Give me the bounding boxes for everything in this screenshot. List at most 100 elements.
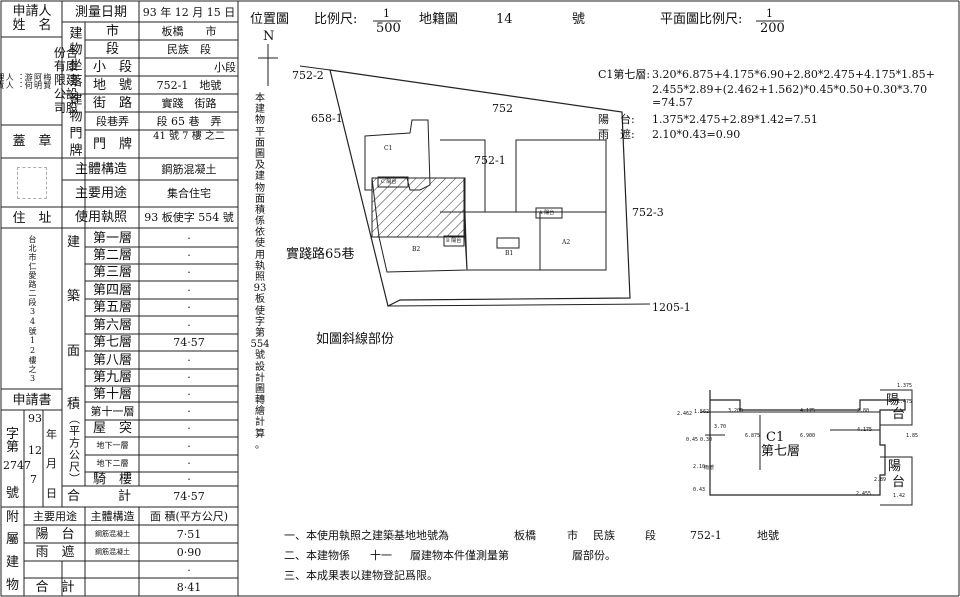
representative-line: 阿明 — [33, 73, 43, 89]
dimension-label: 0.45 — [686, 437, 699, 443]
note-1-lot-unit: 地號 — [757, 529, 779, 542]
floor-plan-outline — [709, 390, 906, 496]
vertical-note-char: 轉 — [255, 395, 265, 407]
floorplan-scale-label: 平面圖比例尺: — [660, 12, 743, 27]
usage-value: 集合住宅 — [167, 187, 211, 200]
app-char-zi: 字 — [6, 427, 20, 442]
annex-use: 雨 遮 — [35, 544, 75, 560]
balcony-label: 台 — [892, 407, 906, 422]
annex-header-use: 主要用途 — [33, 509, 77, 523]
vertical-note-char: 板 — [255, 294, 265, 306]
vertical-note-char: 使 — [255, 238, 265, 250]
calc-value: 2.10*0.43=0.90 — [652, 128, 741, 141]
dimension-label: 1.42 — [893, 493, 906, 499]
scale-den: 500 — [376, 21, 401, 36]
app-year-label: 年 — [46, 428, 57, 441]
floor-name: 地下一層 — [96, 441, 129, 450]
building-label: B 陽台 — [446, 238, 462, 244]
note-2-floors: 十一 — [370, 549, 392, 562]
lot-number: 1205-1 — [652, 301, 691, 314]
calc-value: 1.375*2.475+2.89*1.42=7.51 — [652, 113, 818, 126]
app-day-label: 日 — [46, 487, 57, 500]
floor-area: · — [187, 404, 191, 418]
calc-row: 雨 遮:2.10*0.43=0.90 — [598, 126, 740, 142]
structure-label: 主體構造 — [74, 161, 127, 177]
floor-name: 地下二層 — [96, 458, 129, 468]
application-label: 申請書 — [12, 392, 52, 408]
representative-line: 人人 — [5, 73, 15, 89]
floor-name: 第一層 — [92, 230, 132, 246]
area-unit-label: （平方公尺） — [67, 413, 81, 485]
dimension-label: 0.43 — [693, 487, 706, 493]
representative-line: 梅賢 — [42, 73, 52, 89]
dimension-label: 2.80 — [857, 408, 870, 414]
annex-struct — [86, 561, 139, 579]
calc-row: 陽 台:1.375*2.475+2.89*1.42=7.51 — [598, 111, 818, 127]
subsection-value: 小段 — [214, 60, 236, 74]
hatched-note: 如圖斜線部份 — [316, 332, 395, 347]
floor-name: 騎 樓 — [92, 471, 132, 487]
app-month-label: 月 — [46, 457, 57, 470]
doorplate-label: 門 牌 — [92, 136, 132, 152]
north-arrow-label: N — [263, 29, 275, 44]
floorplan-scale-den: 200 — [760, 21, 785, 36]
floor-area: · — [187, 422, 191, 435]
note-1-section: 段 — [645, 529, 656, 542]
note-1-city-name: 板橋 — [514, 529, 536, 542]
address-value: 台北市仁愛路二段34號12樓之3 — [28, 234, 37, 384]
company-line: 限建 — [53, 73, 78, 88]
seal-stamp — [2, 159, 62, 206]
lot-label: 地 號 — [92, 77, 132, 93]
lot-number: 752 — [492, 102, 513, 115]
vertical-note-char: 93 — [253, 283, 267, 295]
floor-area: · — [187, 249, 191, 262]
annex-header-area: 面 積(平方公尺) — [149, 509, 229, 523]
total-label-2: 計 — [118, 489, 132, 504]
floor-name: 第三層 — [92, 265, 132, 280]
annex-char-2: 屬 — [6, 532, 20, 547]
dimension-label: 1.375 — [897, 383, 913, 389]
area-label-char-2: 築 — [67, 289, 81, 304]
note-1-section-name: 民族 — [593, 529, 615, 542]
app-char-hao: 號 — [6, 486, 20, 501]
annex-char-3: 建 — [6, 555, 20, 570]
floor-area: · — [187, 439, 191, 453]
vertical-note-char: 本 — [255, 93, 265, 104]
license-label: 使用執照 — [74, 210, 127, 225]
balcony-top — [880, 389, 913, 426]
note-2-end: 層部份。 — [572, 549, 616, 562]
vertical-note-char: 照 — [255, 272, 265, 283]
floor-area: · — [187, 301, 191, 314]
lane-label: 段巷弄 — [96, 114, 129, 128]
annex-use: 陽 台 — [35, 526, 75, 542]
floor-area: · — [187, 457, 191, 470]
vertical-note-char: 算 — [255, 428, 265, 440]
lot-number: 752-1 — [474, 154, 506, 167]
company-line: 份合 — [53, 45, 78, 60]
dimension-label: 6.875 — [745, 433, 761, 439]
note-2-text: 二、本建物係 — [284, 549, 350, 562]
building-label: C1 — [384, 145, 393, 152]
balcony-label: 台 — [892, 475, 906, 490]
floor-name: 第十層 — [92, 386, 132, 402]
vertical-note-char: 號 — [255, 350, 265, 362]
license-value: 93 板使字 554 號 — [144, 211, 234, 224]
dimension-label: 2.462 — [677, 411, 693, 417]
area-label-char-3: 面 — [67, 344, 81, 359]
calc-value: 3.20*6.875+4.175*6.90+2.80*2.475+4.175*1… — [652, 68, 935, 81]
survey-date: 93 年 12 月 15 日 — [142, 5, 236, 19]
dimension-label: 4.175 — [800, 408, 816, 414]
doorplate-value: 41 號 7 樓 之二 — [153, 131, 225, 142]
vertical-note-char: 用 — [255, 249, 265, 261]
door-label: 建物門牌 — [66, 92, 82, 160]
floor-name: 第九層 — [92, 370, 132, 385]
annex-area: 0·90 — [176, 545, 202, 559]
vertical-note-char: 及 — [255, 160, 265, 172]
total-label: 合 — [67, 489, 81, 504]
building-label: B2 — [412, 246, 421, 253]
floorplan-scale-num: 1 — [766, 7, 773, 20]
lot-number: 752-2 — [292, 69, 324, 82]
